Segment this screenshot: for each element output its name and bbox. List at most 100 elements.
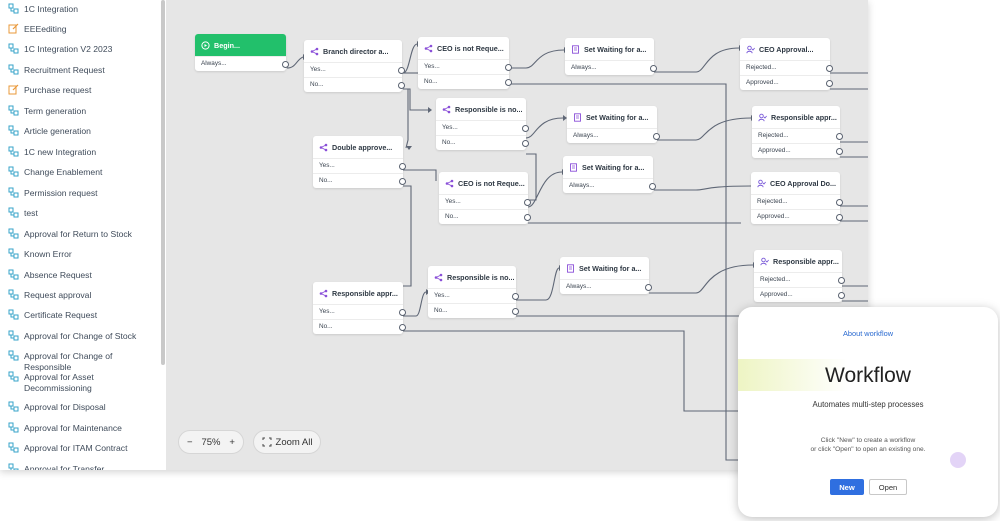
new-button[interactable]: New	[830, 479, 864, 495]
sidebar-item[interactable]: Approval for Return to Stock	[8, 228, 160, 240]
output-port[interactable]	[826, 65, 833, 72]
workflow-node-condition[interactable]: Responsible appr...Yes...No...	[313, 282, 406, 334]
sidebar-item[interactable]: Approval for Maintenance	[8, 422, 160, 434]
node-output-row[interactable]: Rejected...	[752, 128, 843, 143]
node-output-row[interactable]: No...	[313, 173, 406, 188]
node-output-row[interactable]: No...	[428, 303, 519, 318]
output-port[interactable]	[524, 199, 531, 206]
open-button[interactable]: Open	[869, 479, 907, 495]
node-output-row[interactable]: Yes...	[418, 59, 512, 74]
sidebar-item[interactable]: Article generation	[8, 125, 160, 137]
output-port[interactable]	[838, 292, 845, 299]
sidebar-item[interactable]: Known Error	[8, 248, 160, 260]
sidebar-item[interactable]: test	[8, 207, 160, 219]
zoom-in-button[interactable]: +	[229, 436, 235, 448]
workflow-node-condition[interactable]: Double approve...Yes...No...	[313, 136, 406, 188]
output-port[interactable]	[505, 64, 512, 71]
node-output-row[interactable]: Approved...	[754, 287, 845, 302]
output-port[interactable]	[645, 284, 652, 291]
sidebar-item[interactable]: 1C Integration V2 2023	[8, 43, 160, 55]
output-port[interactable]	[838, 277, 845, 284]
output-port[interactable]	[512, 293, 519, 300]
node-output-row[interactable]: Yes...	[436, 120, 529, 135]
sidebar-item[interactable]: Approval for Change of Responsible	[8, 350, 160, 373]
sidebar-item[interactable]: EEEediting	[8, 23, 160, 35]
sidebar-scrollbar[interactable]	[161, 0, 165, 365]
output-port[interactable]	[653, 133, 660, 140]
workflow-node-approval[interactable]: Responsible appr...Rejected...Approved..…	[754, 250, 845, 302]
workflow-node-action[interactable]: Set Waiting for a...Always...	[560, 257, 652, 294]
sidebar-item[interactable]: Recruitment Request	[8, 64, 160, 76]
sidebar-item[interactable]: Certificate Request	[8, 309, 160, 321]
output-port[interactable]	[522, 125, 529, 132]
about-workflow-link[interactable]: About workflow	[842, 329, 894, 338]
sidebar-item[interactable]: Permission request	[8, 187, 160, 199]
workflow-node-action[interactable]: Set Waiting for a...Always...	[565, 38, 657, 75]
node-output-row[interactable]: Yes...	[304, 62, 405, 77]
workflow-node-condition[interactable]: Responsible is no...Yes...No...	[436, 98, 529, 150]
output-port[interactable]	[836, 199, 843, 206]
output-port[interactable]	[398, 67, 405, 74]
sidebar-item[interactable]: 1C new Integration	[8, 146, 160, 158]
sidebar-item[interactable]: Approval for Change of Stock	[8, 330, 160, 342]
zoom-all-button[interactable]: Zoom All	[253, 430, 321, 454]
output-port[interactable]	[282, 61, 289, 68]
node-output-row[interactable]: Approved...	[740, 75, 833, 90]
output-port[interactable]	[522, 140, 529, 147]
workflow-node-condition[interactable]: Branch director a...Yes...No...	[304, 40, 405, 92]
output-port[interactable]	[836, 148, 843, 155]
node-output-row[interactable]: Always...	[565, 60, 657, 75]
sidebar-item[interactable]: Approval for ITAM Contract	[8, 442, 160, 454]
node-output-row[interactable]: Yes...	[313, 304, 406, 319]
output-port[interactable]	[399, 178, 406, 185]
sidebar-item[interactable]: Approval for Asset Decommissioning	[8, 371, 160, 394]
output-port[interactable]	[512, 308, 519, 315]
output-port[interactable]	[505, 79, 512, 86]
workflow-node-approval[interactable]: Responsible appr...Rejected...Approved..…	[752, 106, 843, 158]
workflow-node-condition[interactable]: Responsible is no...Yes...No...	[428, 266, 519, 318]
workflow-node-action[interactable]: Set Waiting for a...Always...	[567, 106, 660, 143]
node-output-row[interactable]: No...	[439, 209, 531, 224]
output-port[interactable]	[836, 214, 843, 221]
node-output-row[interactable]: Yes...	[439, 194, 531, 209]
node-output-row[interactable]: Always...	[560, 279, 652, 294]
node-output-row[interactable]: Approved...	[751, 209, 843, 224]
node-output-row[interactable]: No...	[313, 319, 406, 334]
node-output-row[interactable]: Rejected...	[740, 60, 833, 75]
output-port[interactable]	[836, 133, 843, 140]
workflow-node-approval[interactable]: CEO Approval Do...Rejected...Approved...	[751, 172, 843, 224]
output-port[interactable]	[650, 65, 657, 72]
node-output-row[interactable]: Yes...	[428, 288, 519, 303]
workflow-node-start[interactable]: Begin...Always...	[195, 34, 289, 71]
node-output-row[interactable]: No...	[436, 135, 529, 150]
output-port[interactable]	[399, 309, 406, 316]
sidebar-item[interactable]: Term generation	[8, 105, 160, 117]
sidebar-item[interactable]: Purchase request	[8, 84, 160, 96]
output-port[interactable]	[399, 163, 406, 170]
output-port[interactable]	[398, 82, 405, 89]
sidebar-item[interactable]: 1C Integration	[8, 3, 160, 15]
sidebar-item[interactable]: Change Enablement	[8, 166, 160, 178]
workflow-node-approval[interactable]: CEO Approval...Rejected...Approved...	[740, 38, 833, 90]
node-output-row[interactable]: Always...	[195, 56, 289, 71]
workflow-node-condition[interactable]: CEO is not Reque...Yes...No...	[418, 37, 512, 89]
node-output-row[interactable]: Always...	[567, 128, 660, 143]
node-output-row[interactable]: No...	[418, 74, 512, 89]
zoom-out-button[interactable]: −	[187, 436, 193, 448]
node-output-row[interactable]: Yes...	[313, 158, 406, 173]
sidebar-item[interactable]: Absence Request	[8, 269, 160, 281]
output-port[interactable]	[649, 183, 656, 190]
sidebar-item[interactable]: Approval for Transfer	[8, 463, 160, 470]
workflow-node-condition[interactable]: CEO is not Reque...Yes...No...	[439, 172, 531, 224]
sidebar-item[interactable]: Request approval	[8, 289, 160, 301]
node-output-row[interactable]: Rejected...	[751, 194, 843, 209]
output-port[interactable]	[826, 80, 833, 87]
node-output-row[interactable]: Always...	[563, 178, 656, 193]
node-output-row[interactable]: Rejected...	[754, 272, 845, 287]
sidebar-item[interactable]: Approval for Disposal	[8, 401, 160, 413]
output-port[interactable]	[524, 214, 531, 221]
node-output-row[interactable]: Approved...	[752, 143, 843, 158]
workflow-node-action[interactable]: Set Waiting for a...Always...	[563, 156, 656, 193]
node-output-row[interactable]: No...	[304, 77, 405, 92]
output-port[interactable]	[399, 324, 406, 331]
